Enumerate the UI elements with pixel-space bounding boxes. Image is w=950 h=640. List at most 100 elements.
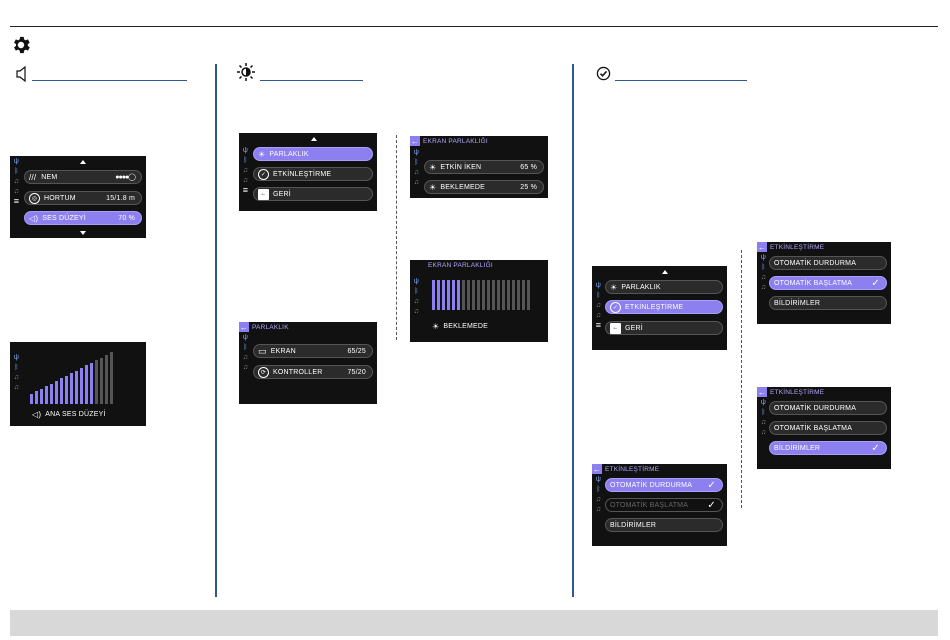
back-arrow-icon: ← [258, 188, 269, 200]
menu-item-label: ETKİN İKEN [440, 163, 482, 171]
bell-icon: ♫ [413, 308, 420, 315]
bell-icon: ♫ [760, 419, 767, 426]
check-icon: ✓ [871, 277, 880, 289]
back-arrow-icon[interactable]: ← [410, 136, 420, 146]
menu-item-etkin-iken[interactable]: ☀ ETKİN İKEN 65 % [424, 160, 544, 174]
menu-item-value: 15/1.8 m [106, 194, 135, 202]
etkinlestirme-screen-c: ← ETKİNLEŞTİRME ψ ᛒ ♫ ♫ OTOMATİK DURDURM… [592, 464, 727, 546]
check-icon: ✓ [707, 499, 716, 511]
menu-item-ekran[interactable]: ▭ EKRAN 65/25 [253, 344, 373, 358]
menu-item-otomatik-baslatma[interactable]: OTOMATİK BAŞLATMA [769, 421, 887, 435]
menu-item-geri[interactable]: ← GERİ [253, 187, 373, 201]
brightness-bar [517, 280, 520, 310]
bluetooth-icon: ᛒ [414, 159, 419, 166]
screen-title: ETKİNLEŞTİRME [770, 243, 825, 251]
check-circle-icon: ✓ [610, 301, 621, 313]
bell-icon: ♫ [242, 364, 249, 371]
brightness-bar [477, 280, 480, 310]
brightness-bar [452, 280, 455, 310]
menu-item-nem[interactable]: /// NEM ●●●●◯ [24, 170, 142, 184]
menu-item-parlaklik[interactable]: ☀ PARLAKLIK [253, 147, 373, 161]
menu-item-otomatik-durdurma[interactable]: OTOMATİK DURDURMA [769, 401, 887, 415]
menu-item-ses-duzeyi[interactable]: ◁) SES DÜZEYİ 70 % [24, 211, 142, 225]
brightness-bar [457, 280, 460, 310]
bluetooth-icon: ᛒ [596, 292, 601, 299]
bell-icon: ♫ [413, 169, 420, 176]
back-arrow-icon[interactable]: ← [757, 242, 767, 252]
brightness-bar [432, 280, 435, 310]
scroll-down-arrow[interactable] [80, 231, 86, 235]
menu-item-etkinlestirme[interactable]: ✓ ETKİNLEŞTİRME [605, 300, 723, 314]
ekran-parlakligi-screen: ← EKRAN PARLAKLIĞI ψ ᛒ ♫ ♫ ☀ ETKİN İKEN … [410, 136, 548, 198]
menu-icon: ≡ [242, 185, 249, 195]
volume-caption: ◁) ANA SES DÜZEYİ [32, 410, 106, 419]
brightness-bar [522, 280, 525, 310]
bluetooth-icon: ᛒ [596, 486, 601, 493]
scroll-up-arrow[interactable] [80, 160, 86, 164]
volume-bar [95, 360, 98, 404]
bell-icon: ♫ [760, 284, 767, 291]
brightness-bar [437, 280, 440, 310]
volume-bar [105, 355, 108, 404]
back-arrow-icon: ← [610, 322, 621, 334]
speaker-icon: ◁) [32, 410, 42, 419]
menu-item-beklemede[interactable]: ☀ BEKLEMEDE 25 % [424, 180, 544, 194]
menu-item-value: 70 % [118, 214, 135, 222]
screen-title-bar: ← ETKİNLEŞTİRME [757, 387, 891, 397]
footer-bar [10, 610, 938, 636]
menu-item-etkinlestirme[interactable]: ✓ ETKİNLEŞTİRME [253, 167, 373, 181]
volume-bar [40, 388, 43, 404]
menu-item-geri[interactable]: ← GERİ [605, 321, 723, 335]
sidebar-status: ψ ᛒ ♫ ♫ [412, 149, 421, 186]
brightness-level-bars[interactable] [432, 280, 530, 310]
menu-item-label: BİLDİRİMLER [610, 521, 657, 529]
menu-item-otomatik-baslatma[interactable]: OTOMATİK BAŞLATMA ✓ [769, 276, 887, 290]
usb-icon: ψ [13, 158, 20, 165]
scroll-up-arrow[interactable] [662, 270, 668, 274]
menu-item-otomatik-baslatma[interactable]: OTOMATİK BAŞLATMA ✓ [605, 498, 723, 512]
screen-title: EKRAN PARLAKLIĞI [428, 261, 493, 269]
section-underline [615, 80, 747, 81]
bluetooth-icon: ᛒ [414, 288, 419, 295]
check-icon: ✓ [871, 442, 880, 454]
volume-bar [35, 391, 38, 404]
screen-title: ETKİNLEŞTİRME [605, 465, 660, 473]
usb-icon: ψ [413, 278, 420, 285]
menu-item-otomatik-durdurma[interactable]: OTOMATİK DURDURMA [769, 256, 887, 270]
menu-item-bildirimler[interactable]: BİLDİRİMLER [605, 518, 723, 532]
menu-item-value: 65 % [520, 163, 537, 171]
brightness-bar [502, 280, 505, 310]
back-arrow-icon[interactable]: ← [757, 387, 767, 397]
volume-bar [90, 362, 93, 404]
menu-item-otomatik-durdurma[interactable]: OTOMATİK DURDURMA ✓ [605, 478, 723, 492]
menu-item-label: GERİ [625, 324, 643, 332]
menu-item-hortum[interactable]: ◎ HORTUM 15/1.8 m [24, 191, 142, 205]
section-underline [260, 80, 363, 81]
menu-item-kontroller[interactable]: ⟳ KONTROLLER 75/20 [253, 365, 373, 379]
parlaklik-screen: ← PARLAKLIK ψ ᛒ ♫ ♫ ▭ EKRAN 65/25 ⟳ KONT… [239, 322, 377, 404]
speaker-icon [16, 66, 26, 82]
bell-icon: ♫ [760, 274, 767, 281]
gear-icon [14, 36, 30, 54]
usb-icon: ψ [13, 354, 20, 361]
menu-item-label: OTOMATİK DURDURMA [774, 404, 857, 412]
menu-item-label: OTOMATİK DURDURMA [610, 481, 693, 489]
brightness-bar [507, 280, 510, 310]
volume-level-bars[interactable] [30, 350, 113, 404]
check-icon: ✓ [707, 479, 716, 491]
sidebar-status: ψ ᛒ ♫ ♫ [241, 334, 250, 371]
menu-item-bildirimler[interactable]: BİLDİRİMLER [769, 296, 887, 310]
menu-item-label: NEM [41, 173, 58, 181]
dashed-divider [741, 250, 742, 508]
bell-icon: ♫ [242, 177, 249, 184]
sidebar-status: ψ ᛒ ♫ ♫ ≡ [12, 158, 21, 206]
scroll-up-arrow[interactable] [311, 137, 317, 141]
volume-bar [60, 378, 63, 404]
menu-item-parlaklik[interactable]: ☀ PARLAKLIK [605, 280, 723, 294]
back-arrow-icon[interactable]: ← [592, 464, 602, 474]
usb-icon: ψ [760, 399, 767, 406]
back-arrow-icon[interactable]: ← [239, 322, 249, 332]
volume-bar [30, 394, 33, 404]
menu-item-bildirimler[interactable]: BİLDİRİMLER ✓ [769, 441, 887, 455]
